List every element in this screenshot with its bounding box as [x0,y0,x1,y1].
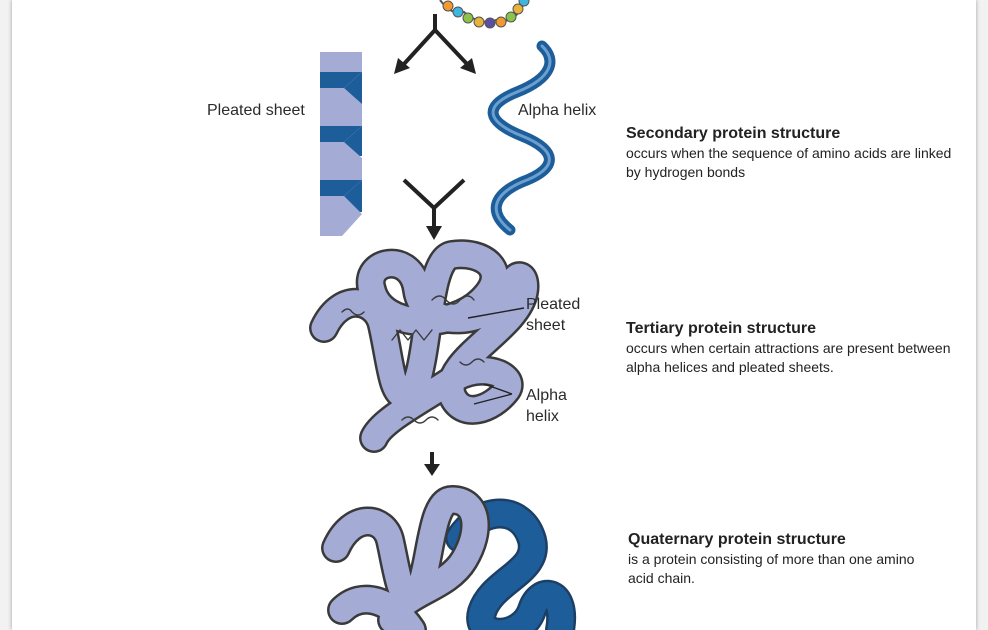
quaternary-structure-title: Quaternary protein structure [628,531,846,548]
secondary-structure-block: Secondary protein structure occurs when … [626,124,956,182]
quaternary-fold [321,485,577,630]
quaternary-structure-block: Quaternary protein structure is a protei… [628,530,928,588]
pleated-sheet-label: Pleated sheet [207,102,305,119]
tertiary-structure-block: Tertiary protein structure occurs when c… [626,319,956,377]
tertiary-pleated-label-line2: sheet [526,317,566,334]
tertiary-pleated-label-line1: Pleated [526,296,581,313]
tertiary-fold [309,239,540,453]
secondary-structure-title: Secondary protein structure [626,125,841,142]
amino-acid-chain [439,0,530,29]
tertiary-leaders [467,307,525,405]
tertiary-structure-description: occurs when certain attractions are pres… [626,340,951,375]
diagram-frame: Pleated sheet Alpha helix Pleated sheet … [12,0,976,630]
secondary-structure-description: occurs when the sequence of amino acids … [626,145,952,180]
tertiary-alpha-label-line2: helix [526,408,559,425]
alpha-helix-shape [487,40,556,236]
quaternary-structure-description: is a protein consisting of more than one… [628,551,915,586]
split-arrow [394,14,476,74]
alpha-helix-label: Alpha helix [518,102,597,119]
protein-structure-art [309,0,577,630]
down-arrow [424,452,440,476]
tertiary-alpha-label-line1: Alpha [526,387,567,404]
merge-arrow [402,178,466,240]
tertiary-structure-title: Tertiary protein structure [626,320,816,337]
pleated-sheet-shape [320,52,362,236]
